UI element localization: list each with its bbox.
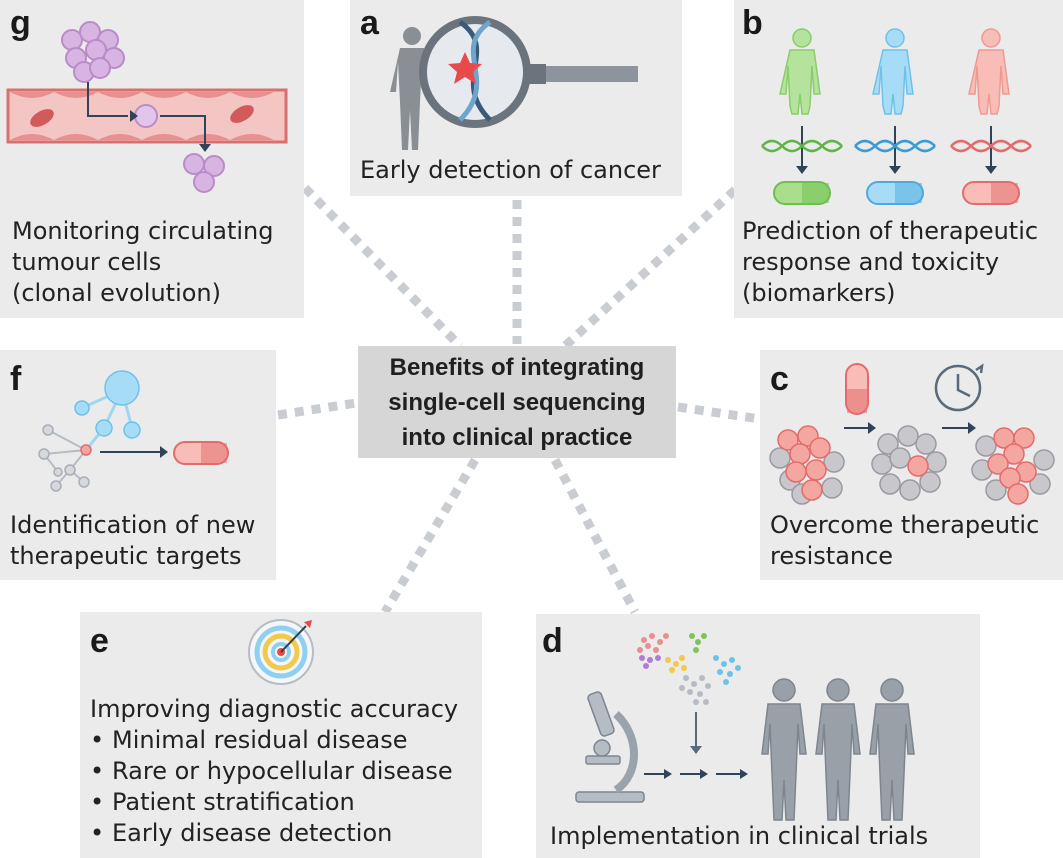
dna-strand-blue-icon — [854, 139, 936, 153]
panel-letter: e — [90, 622, 109, 660]
target-node — [80, 444, 92, 456]
list-item: Early disease detection — [90, 818, 453, 849]
cell-cluster-relapse — [971, 427, 1055, 505]
panel-letter: f — [10, 360, 22, 398]
cell-cluster-before — [769, 425, 845, 505]
list-item: Minimal residual disease — [90, 725, 453, 756]
tumour-cell-cluster — [61, 21, 125, 83]
clinical-trials-illustration — [575, 633, 915, 821]
human-figure-green-icon — [779, 28, 821, 115]
pill-blue-icon — [866, 181, 924, 205]
panel-caption: Monitoring circulating tumour cells (clo… — [12, 217, 274, 307]
network-nodes-blue — [74, 370, 141, 439]
connector-e — [381, 457, 479, 615]
patients-biomarker-illustration — [761, 28, 1032, 205]
target-illustration — [248, 619, 314, 685]
dna-strand-green-icon — [761, 139, 843, 153]
clock-icon — [934, 363, 984, 412]
target-icon — [248, 619, 314, 685]
pill-green-icon — [773, 181, 831, 205]
panel-caption: Overcome therapeutic resistance — [770, 511, 1040, 570]
network-nodes-grey — [38, 424, 90, 492]
list-item: Patient stratification — [90, 787, 453, 818]
target-network-illustration — [38, 370, 229, 492]
panel-letter: g — [10, 4, 31, 42]
panel-a: a Early detection of cancer — [350, 0, 682, 196]
panel-d: d Implementation in clinical tri — [536, 614, 980, 858]
panel-caption: Early detection of cancer — [360, 156, 661, 184]
connector-b — [561, 186, 739, 350]
red-blood-cell — [230, 105, 254, 123]
cell-cluster-after-treatment — [871, 425, 947, 501]
pill-pink-icon — [962, 181, 1020, 205]
umap-cluster-plot — [637, 633, 741, 705]
bullet-list: Minimal residual disease Rare or hypocel… — [90, 725, 453, 849]
patient-figures-icon — [761, 678, 915, 821]
list-item: Rare or hypocellular disease — [90, 756, 453, 787]
dna-strand-pink-icon — [950, 139, 1032, 153]
pill-icon — [173, 441, 229, 465]
blood-vessel-illustration — [6, 21, 288, 193]
red-blood-cell — [30, 109, 54, 127]
panel-e: e Improving diagnostic accuracy Minimal … — [80, 612, 482, 858]
connector-c — [677, 402, 761, 424]
panel-caption: Prediction of therapeutic response and t… — [742, 217, 1039, 307]
panel-caption: Implementation in clinical trials — [550, 822, 929, 850]
metastatic-cells — [183, 153, 225, 193]
connector-d — [551, 457, 639, 615]
magnifier-dna-illustration — [390, 16, 638, 150]
panel-letter: a — [360, 4, 379, 42]
panel-letter: d — [542, 622, 563, 660]
resistance-illustration — [769, 363, 1055, 505]
panel-c: c Overcome therapeutic resistance — [760, 350, 1063, 580]
center-title: Benefits of integrating single-cell sequ… — [358, 346, 676, 458]
pill-vertical-icon — [845, 363, 869, 415]
connector-g — [301, 184, 464, 350]
human-figure-pink-icon — [968, 28, 1010, 115]
connector-f — [277, 398, 357, 420]
magnifier-handle — [528, 66, 638, 82]
microscope-icon — [575, 691, 645, 803]
panel-caption: Identification of new therapeutic target… — [10, 511, 256, 570]
vessel-cells-top — [10, 92, 274, 140]
cancer-star-icon — [448, 52, 482, 84]
circulating-tumour-cell — [134, 104, 158, 128]
human-figure-blue-icon — [872, 28, 914, 115]
panel-g: g Monitoring circulating tumour cells (c… — [0, 0, 304, 318]
panel-letter: b — [742, 4, 763, 42]
panel-letter: c — [770, 360, 789, 398]
panel-caption: Improving diagnostic accuracy — [90, 695, 459, 723]
panel-f: f Identification of new therapeutic targ… — [0, 350, 276, 580]
panel-b: b — [734, 0, 1063, 318]
